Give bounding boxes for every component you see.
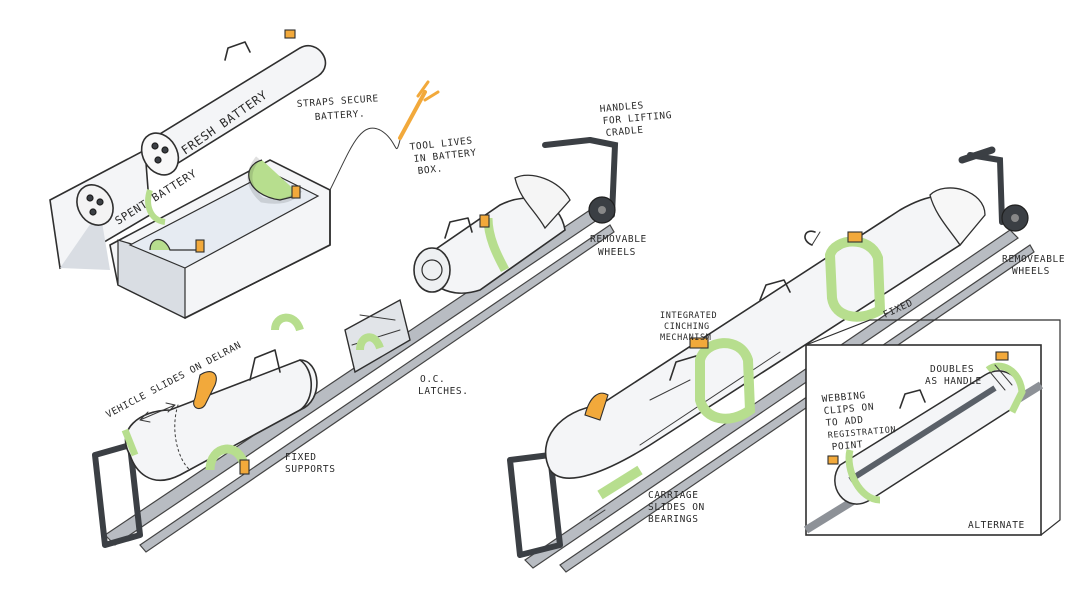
svg-text:WHEELS: WHEELS — [598, 247, 636, 258]
svg-text:TO ADD: TO ADD — [825, 415, 864, 429]
svg-text:LATCHES.: LATCHES. — [418, 386, 469, 397]
svg-text:BOX.: BOX. — [417, 163, 443, 177]
svg-text:POINT: POINT — [831, 439, 863, 453]
svg-text:FIXED: FIXED — [285, 452, 317, 463]
label-webbing: WEBBING CLIPS ON TO ADD REGISTRATION POI… — [821, 390, 896, 453]
svg-text:SLIDES ON: SLIDES ON — [648, 502, 705, 513]
svg-text:CLIPS ON: CLIPS ON — [823, 402, 874, 417]
svg-text:CARRIAGE: CARRIAGE — [648, 490, 699, 501]
label-doubles-handle: DOUBLES AS HANDLE — [925, 364, 982, 387]
svg-text:BATTERY.: BATTERY. — [314, 108, 365, 123]
svg-text:O.C.: O.C. — [420, 374, 445, 385]
label-removable-wheels-left: REMOVABLE WHEELS — [590, 234, 647, 258]
svg-text:MECHANISM: MECHANISM — [660, 333, 711, 343]
svg-text:CINCHING: CINCHING — [664, 322, 710, 332]
label-removable-wheels-right: REMOVEABLE WHEELS — [1002, 254, 1065, 277]
svg-text:STRAPS SECURE: STRAPS SECURE — [296, 93, 379, 110]
label-tool: TOOL LIVES IN BATTERY BOX. — [409, 135, 477, 177]
svg-text:WHEELS: WHEELS — [1012, 266, 1050, 277]
label-carriage: CARRIAGE SLIDES ON BEARINGS — [648, 490, 705, 525]
label-fixed-supports: FIXED SUPPORTS — [285, 452, 336, 475]
svg-text:SUPPORTS: SUPPORTS — [285, 464, 336, 475]
label-alternate: ALTERNATE — [968, 520, 1025, 531]
svg-text:HANDLES: HANDLES — [599, 100, 644, 115]
label-integrated-cinching: INTEGRATED CINCHING MECHANISM — [660, 311, 717, 343]
svg-text:BEARINGS: BEARINGS — [648, 514, 699, 525]
tool-icon — [329, 80, 440, 191]
label-straps: STRAPS SECURE BATTERY. — [296, 93, 379, 123]
left-cradle — [92, 137, 619, 553]
svg-text:INTEGRATED: INTEGRATED — [660, 311, 717, 321]
label-handles: HANDLES FOR LIFTING CRADLE — [599, 100, 672, 139]
alternate-inset — [803, 319, 1061, 536]
svg-text:AS HANDLE: AS HANDLE — [925, 376, 982, 387]
svg-text:WEBBING: WEBBING — [821, 390, 866, 405]
label-oc-latches: O.C. LATCHES. — [418, 374, 469, 397]
svg-text:CRADLE: CRADLE — [605, 125, 644, 139]
svg-text:DOUBLES: DOUBLES — [930, 364, 974, 375]
svg-text:REMOVABLE: REMOVABLE — [590, 234, 647, 245]
svg-text:REMOVEABLE: REMOVEABLE — [1002, 254, 1065, 265]
battery-box — [49, 29, 331, 319]
right-cradle — [507, 146, 1035, 573]
